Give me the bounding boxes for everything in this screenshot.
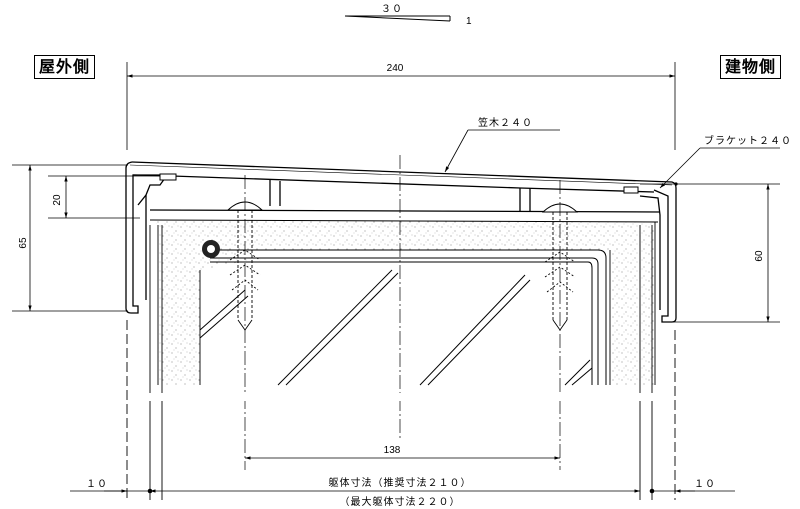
- bracket-label: ブラケット２４０: [704, 134, 792, 147]
- inner-height-text: 60: [754, 250, 765, 262]
- left-clearance-text: １０: [86, 479, 108, 490]
- right-clearance-text: １０: [694, 479, 716, 490]
- slope-indicator: ３０ 1: [344, 4, 472, 27]
- outer-height-dimension: [12, 164, 160, 312]
- inner-offset-text: 20: [52, 194, 63, 206]
- coping-label: 笠木２４０: [478, 116, 533, 129]
- body-size-max-text: （最大躯体寸法２２０）: [340, 495, 461, 508]
- slope-rise-text: 1: [466, 16, 472, 27]
- overall-width-text: 240: [387, 63, 404, 74]
- building-side-label: 建物側: [720, 55, 782, 79]
- body-size-text: 躯体寸法（推奨寸法２１０）: [329, 476, 472, 489]
- bracket-spacing-text: 138: [384, 445, 401, 456]
- outer-height-text: 65: [18, 237, 29, 249]
- outdoor-side-label: 屋外側: [34, 55, 96, 79]
- slope-run-text: ３０: [381, 4, 403, 15]
- overall-width-dimension: [126, 62, 676, 150]
- coping-profile: [125, 161, 677, 323]
